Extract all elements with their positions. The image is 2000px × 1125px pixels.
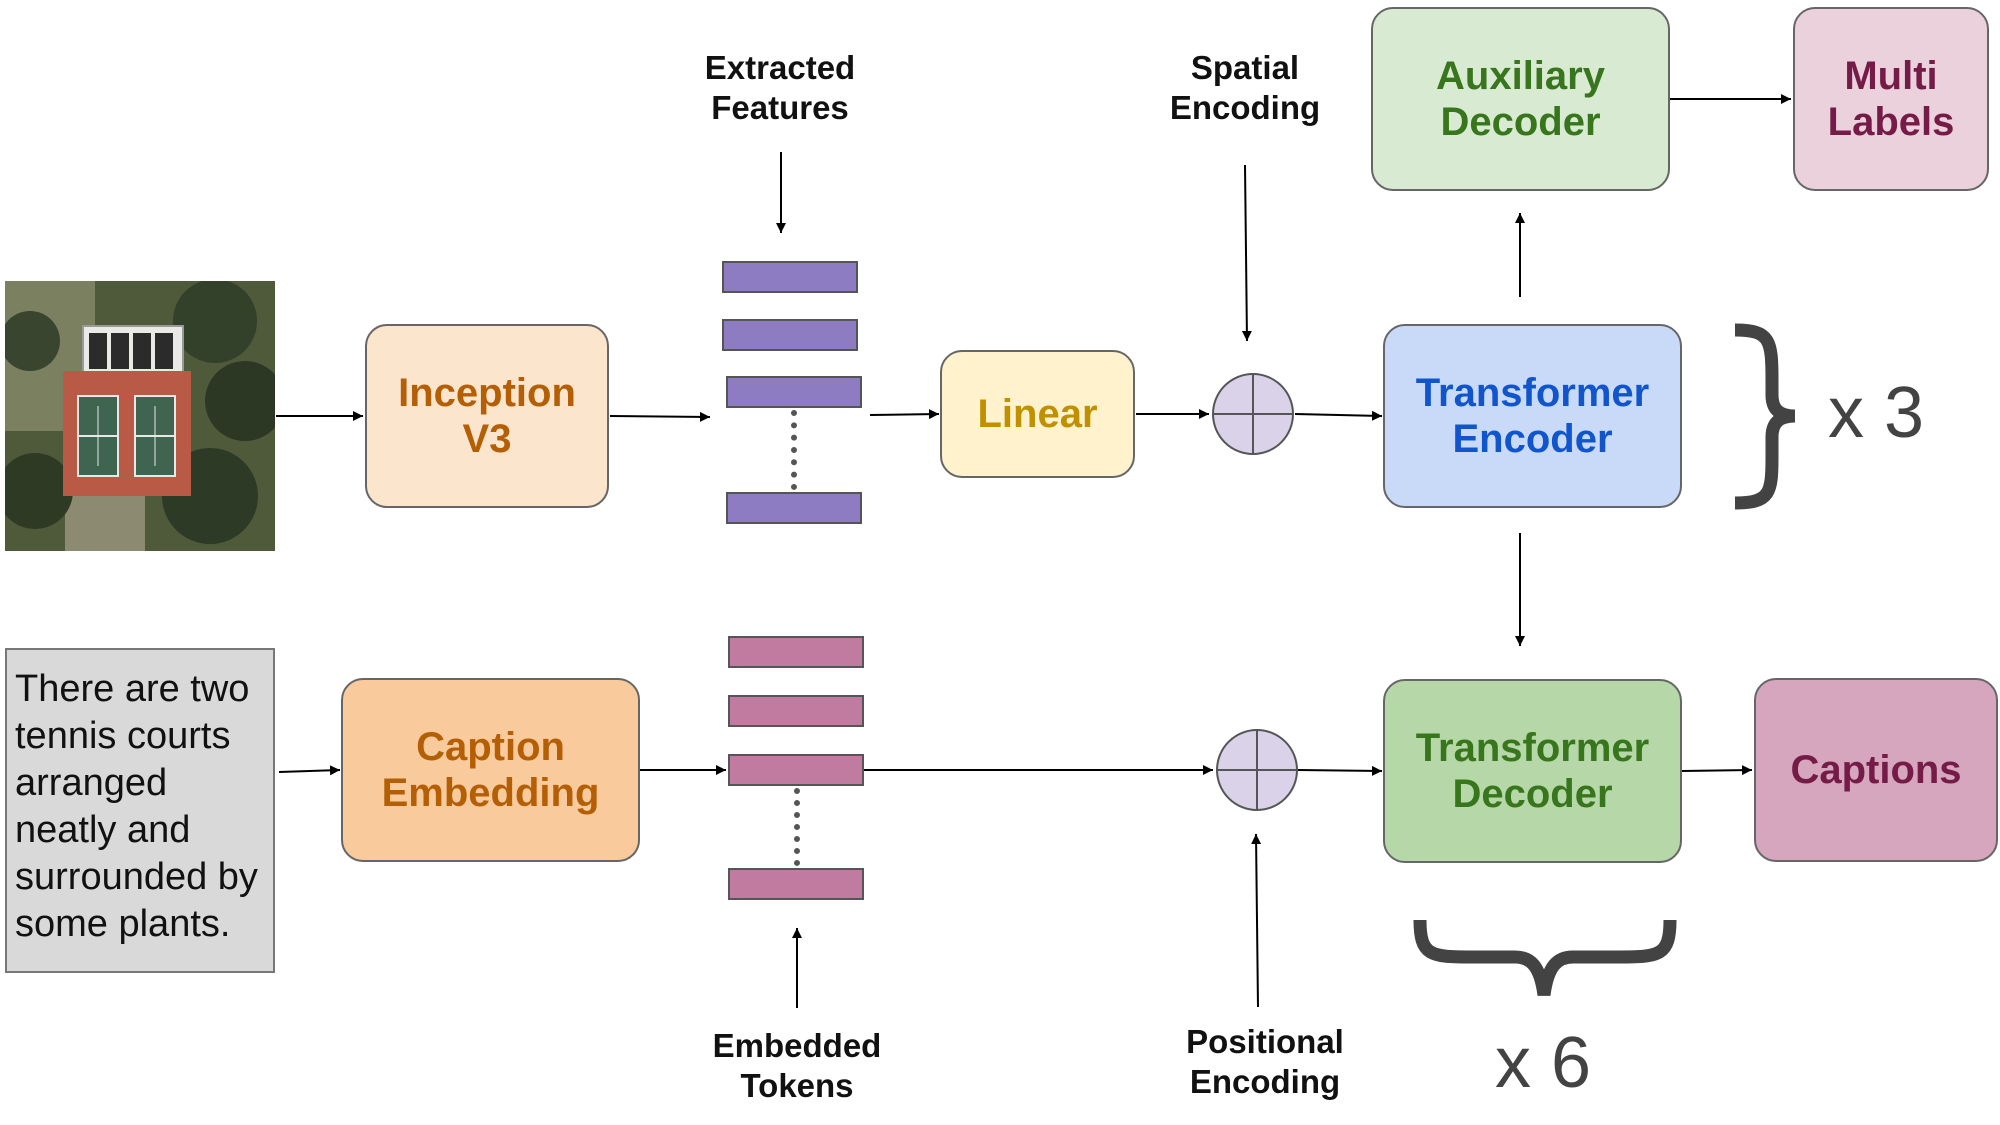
multi-labels-box: Multi Labels [1793, 7, 1989, 191]
transformer-decoder-box: Transformer Decoder [1383, 679, 1682, 863]
adder-positional [1216, 729, 1298, 811]
input-caption-text: There are two tennis courts arranged nea… [5, 648, 275, 973]
arrow-adder-to-decoder [1297, 765, 1383, 776]
brace-decoder [1413, 919, 1677, 997]
transformer-encoder-box: Transformer Encoder [1383, 324, 1682, 508]
arrow-adder-to-encoder [1294, 410, 1383, 421]
extracted-features-label: Extracted Features [704, 49, 856, 126]
token-ellipsis [794, 788, 806, 866]
aerial-tennis-image [5, 281, 275, 551]
encoder-repeat-label: x 3 [1828, 373, 1925, 453]
feature-vector [726, 492, 862, 524]
embedded-tokens-label: Embedded Tokens [712, 1027, 882, 1104]
feature-vector [722, 261, 858, 293]
decoder-repeat-label: x 6 [1495, 1023, 1592, 1103]
caption-embedding-box: Caption Embedding [341, 678, 640, 862]
adder-spatial [1212, 373, 1294, 455]
arrow-text-to-embedding [278, 765, 341, 776]
arrow-inception-to-features [609, 411, 711, 422]
token-vector [728, 754, 864, 786]
captions-box: Captions [1754, 678, 1998, 862]
positional-encoding-label: Positional Encoding [1186, 1023, 1344, 1100]
linear-box: Linear [940, 350, 1135, 478]
brace-encoder [1734, 323, 1796, 510]
auxiliary-decoder-box: Auxiliary Decoder [1371, 7, 1670, 191]
feature-vector [722, 319, 858, 351]
spatial-encoding-label: Spatial Encoding [1169, 49, 1321, 126]
feature-ellipsis [791, 410, 803, 490]
arrow-decoder-to-captions [1681, 765, 1753, 776]
arrow-spatial-label-down [1241, 164, 1252, 342]
arrow-features-to-linear [869, 409, 940, 420]
feature-vector [726, 376, 862, 408]
arrow-positional-label-up [1251, 833, 1262, 1008]
inception-v3-box: Inception V3 [365, 324, 609, 508]
token-vector [728, 868, 864, 900]
token-vector [728, 636, 864, 668]
token-vector [728, 695, 864, 727]
